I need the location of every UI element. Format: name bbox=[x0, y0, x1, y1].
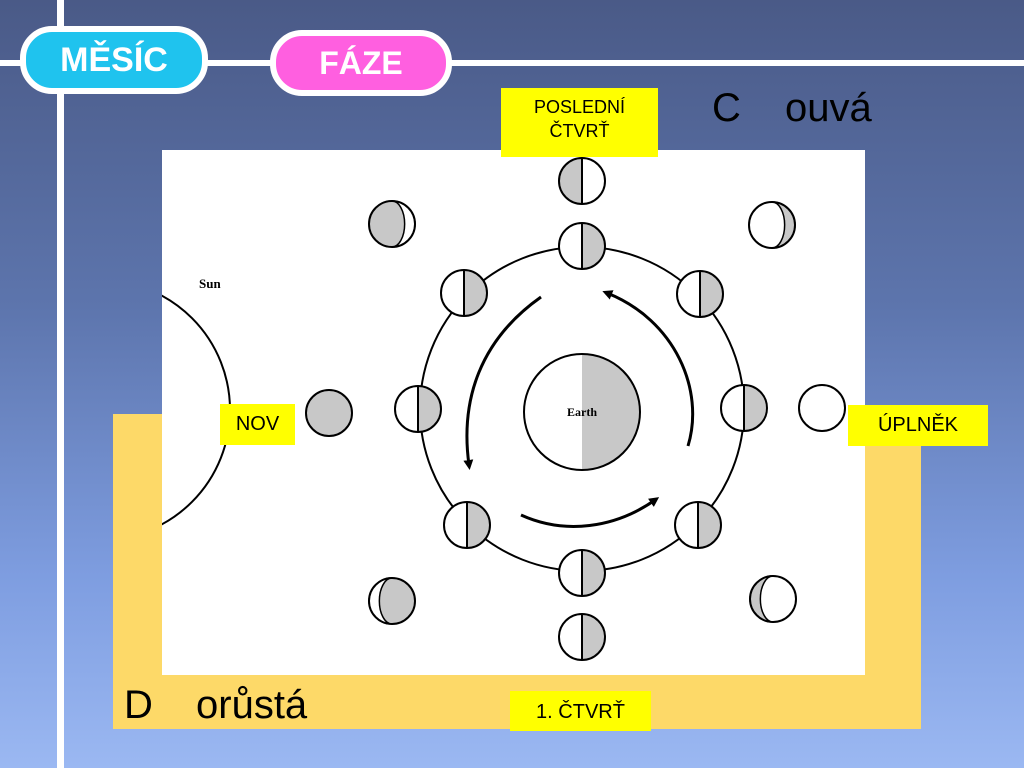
outer-moon-top-right bbox=[748, 201, 796, 249]
orbit-arrow-bottom bbox=[520, 497, 660, 528]
inner-moon-top bbox=[558, 222, 606, 270]
sun-disk bbox=[162, 294, 231, 526]
inner-moon-top-left bbox=[440, 269, 488, 317]
new-moon-label: NOV bbox=[220, 404, 295, 445]
inner-moon-left bbox=[394, 385, 442, 433]
outer-moon-bottom bbox=[558, 613, 606, 661]
waning-word: ouvá bbox=[785, 86, 872, 130]
inner-moon-bottom-right bbox=[674, 501, 722, 549]
outer-moon-right bbox=[798, 384, 846, 432]
first-quarter-label: 1. ČTVRŤ bbox=[510, 691, 651, 731]
orbit-arrow-left bbox=[463, 295, 542, 470]
title-pill: MĚSÍC bbox=[20, 26, 208, 94]
last-quarter-label-line2: ČTVRŤ bbox=[549, 121, 610, 141]
waxing-word: orůstá bbox=[196, 683, 308, 727]
earth-label: Earth bbox=[567, 405, 597, 419]
inner-moon-right bbox=[720, 384, 768, 432]
inner-moon-bottom bbox=[558, 549, 606, 597]
waning-letter: C bbox=[712, 86, 741, 130]
subtitle-pill: FÁZE bbox=[270, 30, 452, 96]
last-quarter-label: POSLEDNÍ ČTVRŤ bbox=[501, 88, 658, 157]
waxing-letter: D bbox=[124, 683, 153, 727]
last-quarter-label-line1: POSLEDNÍ bbox=[533, 97, 626, 117]
earth bbox=[523, 353, 641, 471]
outer-moon-left bbox=[305, 389, 353, 437]
orbit-arrow-right bbox=[602, 290, 695, 447]
outer-moon-top-left bbox=[368, 200, 416, 248]
outer-moon-top bbox=[558, 157, 606, 205]
outer-moon-bottom-right bbox=[749, 575, 797, 623]
side-rule bbox=[57, 0, 64, 768]
outer-moon-bottom-left bbox=[368, 577, 416, 625]
inner-moon-top-right bbox=[676, 270, 724, 318]
header-rule bbox=[0, 60, 1024, 66]
inner-moon-bottom-left bbox=[443, 501, 491, 549]
full-moon-label: ÚPLNĚK bbox=[848, 405, 988, 446]
sun-label: Sun bbox=[199, 276, 221, 291]
